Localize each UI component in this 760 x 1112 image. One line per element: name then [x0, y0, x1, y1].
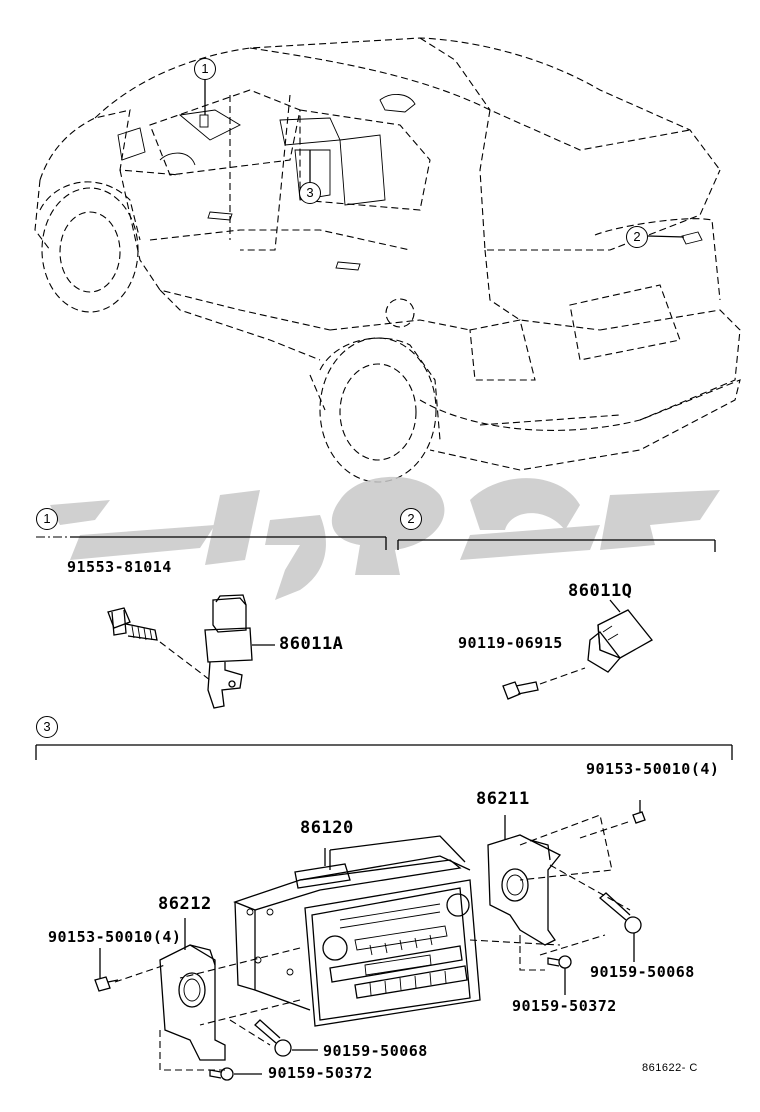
screw-90159-50372-left [209, 1067, 262, 1081]
car-illustration [34, 37, 741, 483]
section-1-drawing [36, 536, 387, 709]
sensor-86011A [204, 594, 275, 709]
screw-90159-50068-right [598, 892, 642, 962]
part-90159-50068-right: 90159-50068 [590, 963, 695, 981]
screw-90159-50068-left [254, 1019, 318, 1057]
part-90119-06915: 90119-06915 [458, 634, 563, 652]
section-marker-2: 2 [400, 508, 422, 530]
watermark [50, 476, 720, 600]
section-2-drawing [397, 539, 716, 700]
part-86011A: 86011A [279, 634, 344, 654]
bolt-91553-81014 [107, 607, 211, 681]
section-3-drawing [35, 744, 733, 1081]
part-90159-50068-left: 90159-50068 [323, 1042, 428, 1060]
module-86011Q [587, 599, 653, 673]
part-86212: 86212 [158, 894, 212, 914]
callout-3: 3 [299, 182, 321, 204]
part-90159-50372-left: 90159-50372 [268, 1064, 373, 1082]
part-90153-50010-left: 90153-50010(4) [48, 928, 182, 946]
callout-1: 1 [194, 58, 216, 80]
bracket-86211 [487, 815, 562, 946]
screw-90153-right [579, 800, 646, 839]
screw-90159-50372-right [547, 955, 572, 995]
section-marker-3: 3 [36, 716, 58, 738]
part-90159-50372-right: 90159-50372 [512, 997, 617, 1015]
bolt-90119-06915 [502, 667, 586, 700]
part-86211: 86211 [476, 789, 530, 809]
part-91553-81014: 91553-81014 [67, 558, 172, 576]
part-90153-50010-right: 90153-50010(4) [586, 760, 720, 778]
callout-2: 2 [626, 226, 648, 248]
screw-90153-left [94, 948, 119, 992]
section-marker-1: 1 [36, 508, 58, 530]
radio-86120 [233, 835, 481, 1027]
figure-code: 861622- C [642, 1062, 698, 1074]
part-86120: 86120 [300, 818, 354, 838]
part-86011Q: 86011Q [568, 581, 633, 601]
bracket-86212 [159, 918, 226, 1061]
